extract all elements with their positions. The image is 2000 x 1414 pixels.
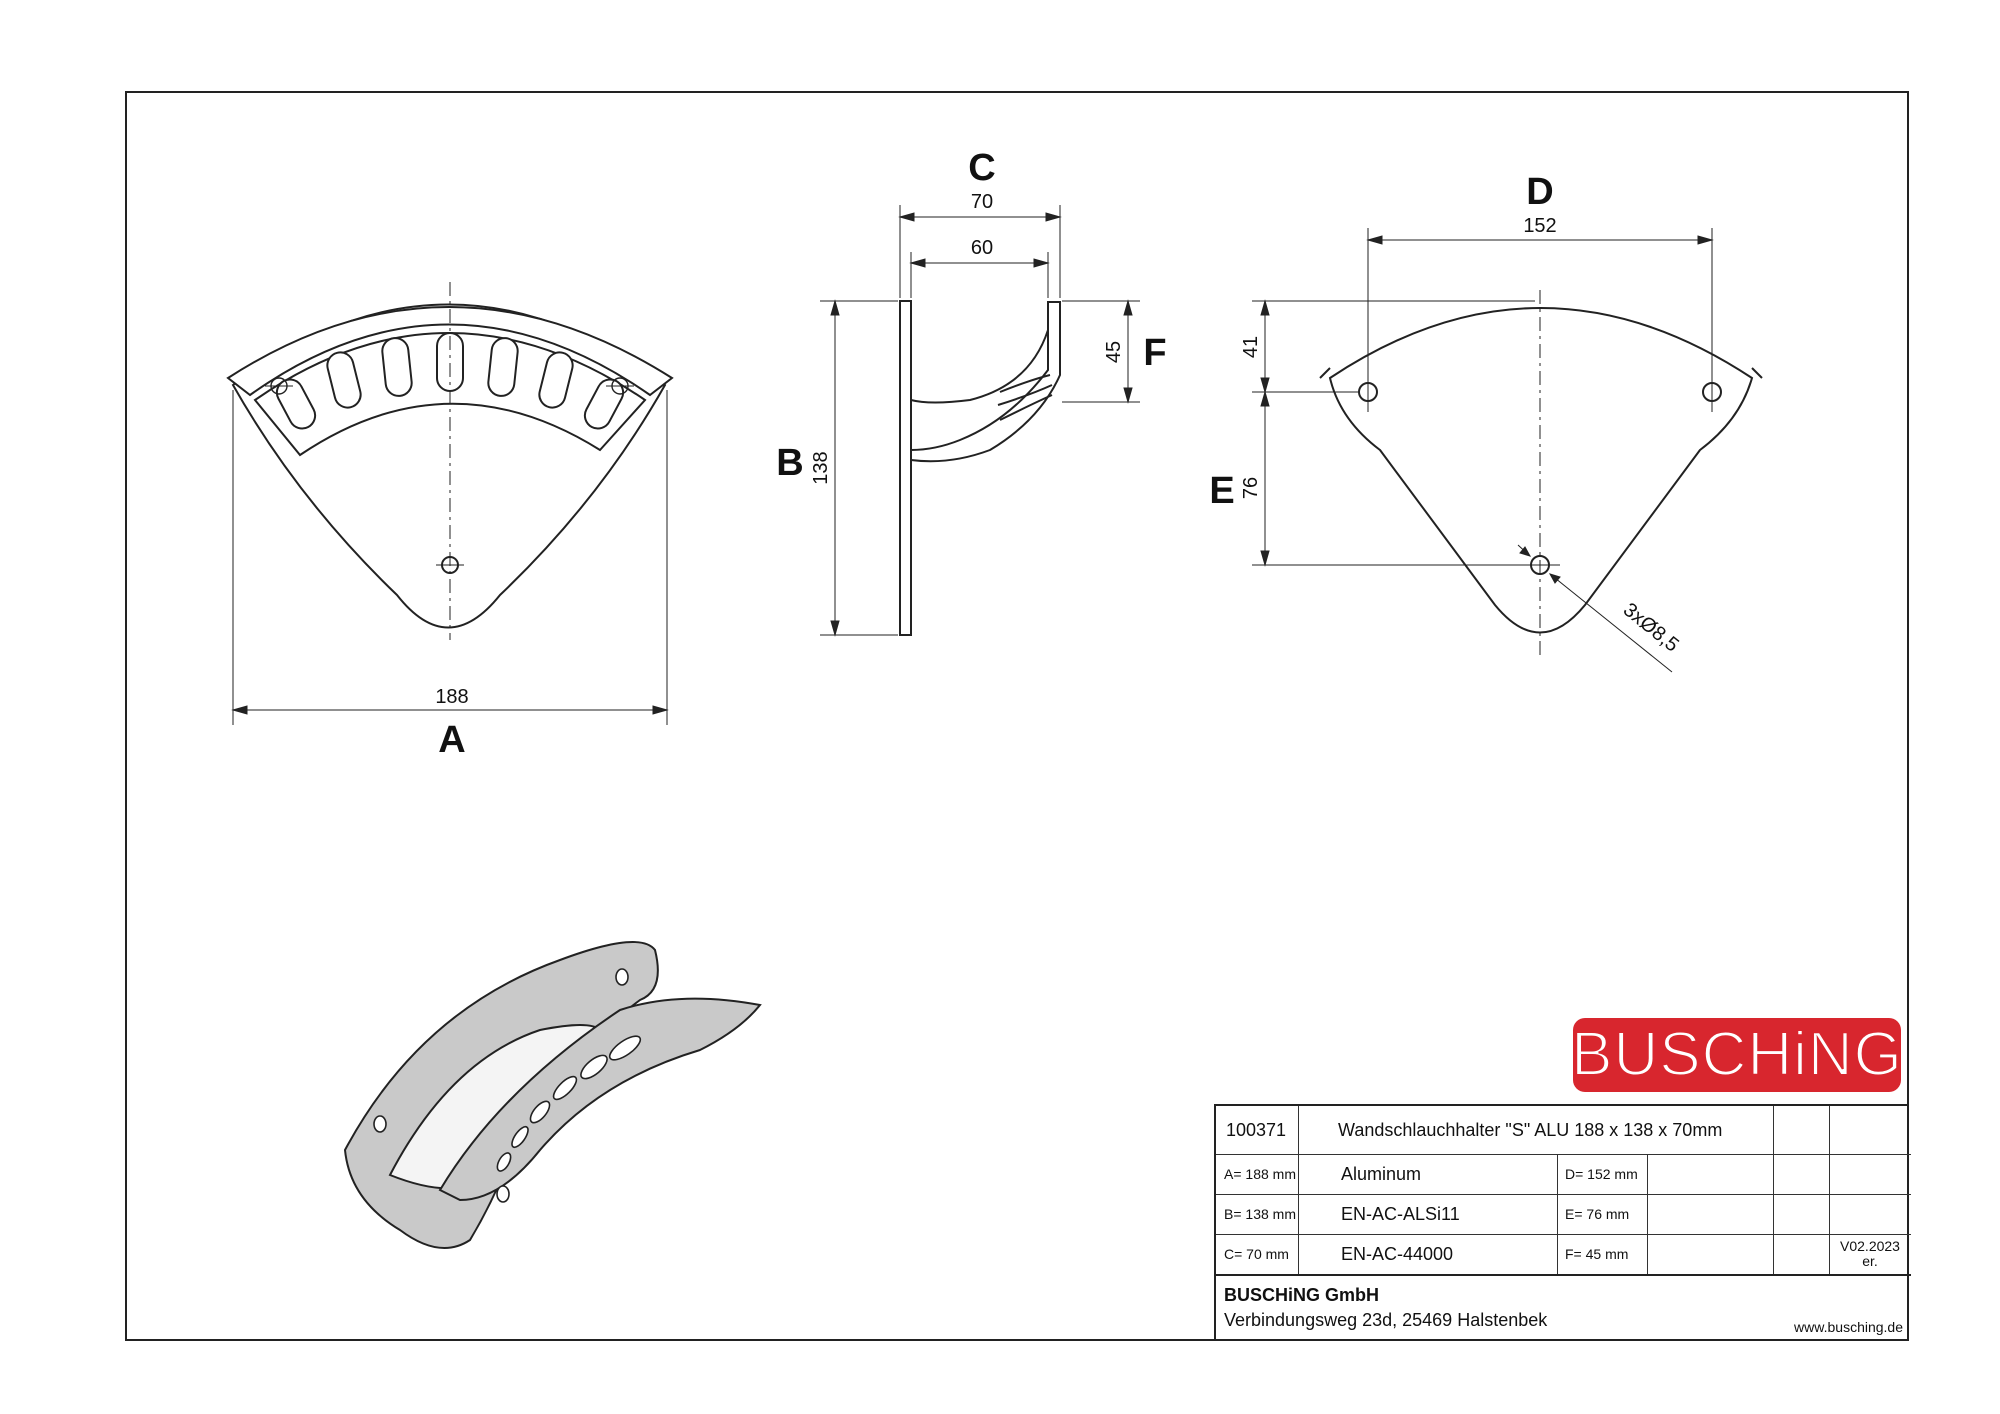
dim-e-value: E= 76 mm bbox=[1565, 1206, 1630, 1222]
label-f: F bbox=[1143, 332, 1166, 374]
material-name: Aluminum bbox=[1341, 1163, 1422, 1184]
dim-60: 60 bbox=[971, 237, 993, 259]
company-name: BUSCHiNG GmbH bbox=[1224, 1284, 1380, 1305]
company-website[interactable]: www.busching.de bbox=[1794, 1319, 1903, 1335]
dim-f-value: F= 45 mm bbox=[1565, 1246, 1629, 1262]
dim-152: 152 bbox=[1523, 215, 1556, 237]
dim-41: 41 bbox=[1240, 336, 1262, 358]
version: V02.2023 er. bbox=[1830, 1234, 1910, 1274]
logo-text: BUSCHiNG bbox=[1570, 1020, 1903, 1089]
drawing-frame bbox=[125, 91, 1909, 1341]
dim-b-value: B= 138 mm bbox=[1224, 1206, 1296, 1222]
isometric-view bbox=[343, 941, 762, 1249]
company-address: Verbindungsweg 23d, 25469 Halstenbek bbox=[1224, 1309, 1548, 1330]
label-c: C bbox=[968, 147, 995, 189]
title-block: 100371 Wandschlauchhalter "S" ALU 188 x … bbox=[1214, 1104, 1911, 1341]
dim-76: 76 bbox=[1240, 477, 1262, 499]
busching-logo: BUSCHiNG bbox=[1570, 1018, 1903, 1092]
dim-70: 70 bbox=[971, 191, 993, 213]
hole-callout: 3xØ8,5 bbox=[1619, 599, 1683, 657]
material-alloy: EN-AC-ALSi11 bbox=[1341, 1203, 1460, 1224]
material-standard: EN-AC-44000 bbox=[1341, 1243, 1454, 1264]
version-number: V02.2023 bbox=[1840, 1237, 1900, 1254]
dim-c-value: C= 70 mm bbox=[1224, 1246, 1289, 1262]
label-e: E bbox=[1209, 470, 1234, 512]
dim-45: 45 bbox=[1103, 341, 1125, 363]
article-number: 100371 bbox=[1226, 1119, 1287, 1140]
view-b-side bbox=[820, 205, 1140, 637]
dim-d-value: D= 152 mm bbox=[1565, 1166, 1638, 1182]
version-note: er. bbox=[1862, 1253, 1878, 1269]
view-a-front bbox=[226, 282, 674, 725]
dim-138: 138 bbox=[810, 451, 832, 484]
label-b: B bbox=[776, 442, 803, 484]
label-a: A bbox=[438, 719, 465, 761]
label-d: D bbox=[1526, 171, 1553, 213]
dim-188: 188 bbox=[435, 686, 468, 708]
dim-a-value: A= 188 mm bbox=[1224, 1166, 1296, 1182]
product-description: Wandschlauchhalter "S" ALU 188 x 138 x 7… bbox=[1338, 1119, 1723, 1140]
view-d-back bbox=[1252, 228, 1763, 673]
